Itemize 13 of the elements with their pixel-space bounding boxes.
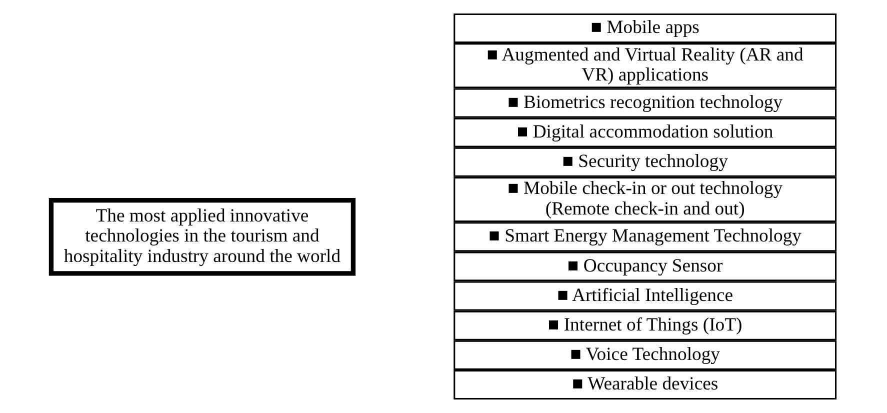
node-box: ■ Wearable devices — [454, 370, 837, 400]
node-box: ■ Security technology — [454, 147, 837, 177]
node-box: ■ Augmented and Virtual Reality (AR and VR) applications — [454, 43, 837, 88]
node-box: ■ Mobile apps — [454, 13, 837, 44]
node-box: ■ Mobile check-in or out technology (Remote check-in and out) — [454, 176, 837, 222]
node-box: ■ Occupancy Sensor — [454, 252, 837, 282]
node-box: ■ Digital accommodation solution — [454, 118, 837, 148]
node-box: ■ Internet of Things (IoT) — [454, 310, 837, 340]
node-box: ■ Smart Energy Management Technology — [454, 222, 837, 252]
node-box: ■ Biometrics recognition technology — [454, 88, 837, 118]
node-box: The most applied innovative technologies in the tourism and hospitality industry around the world — [48, 198, 356, 276]
node-box: ■ Voice Technology — [454, 340, 837, 370]
node-box: ■ Artificial Intelligence — [454, 281, 837, 311]
